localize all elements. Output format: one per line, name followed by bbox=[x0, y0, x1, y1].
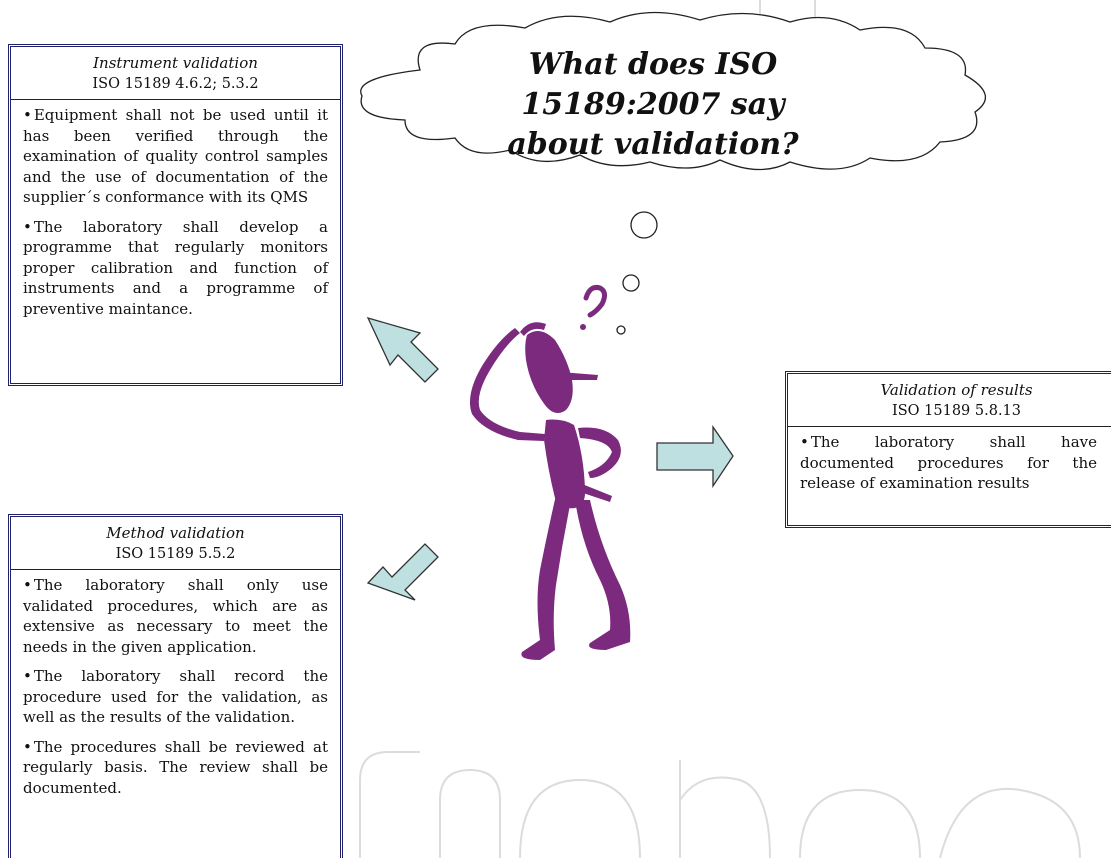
thinking-stick-figure-icon bbox=[469, 322, 631, 660]
box-title: Method validation bbox=[106, 524, 245, 542]
bullet-item: •The laboratory shall have documented pr… bbox=[800, 432, 1097, 494]
thought-bubble-cloud bbox=[360, 11, 986, 171]
question-mark-icon bbox=[580, 285, 608, 330]
bullet-item: •Equipment shall not be used until it ha… bbox=[23, 105, 328, 208]
box-header: Instrument validation ISO 15189 4.6.2; 5… bbox=[11, 47, 340, 100]
box-reference: ISO 15189 5.8.13 bbox=[891, 403, 1021, 419]
box-header: Method validation ISO 15189 5.5.2 bbox=[11, 517, 340, 570]
box-body: •The laboratory shall have documented pr… bbox=[788, 427, 1111, 500]
method-validation-box: Method validation ISO 15189 5.5.2 •The l… bbox=[8, 514, 343, 858]
bullet-icon: • bbox=[23, 737, 32, 756]
bullet-icon: • bbox=[23, 667, 32, 685]
bullet-item: •The procedures shall be reviewed at reg… bbox=[23, 737, 328, 799]
box-title: Validation of results bbox=[880, 381, 1033, 399]
thought-bubble-text: What does ISO 15189:2007 say about valid… bbox=[507, 47, 799, 162]
watermark bbox=[359, 0, 1081, 858]
box-reference: ISO 15189 5.5.2 bbox=[115, 546, 236, 562]
bullet-text: The laboratory shall develop a programme… bbox=[23, 217, 328, 318]
bullet-item: •The laboratory shall record the procedu… bbox=[23, 666, 328, 728]
instrument-validation-box: Instrument validation ISO 15189 4.6.2; 5… bbox=[8, 44, 343, 386]
box-header: Validation of results ISO 15189 5.8.13 bbox=[788, 374, 1111, 427]
box-body: •The laboratory shall only use validated… bbox=[11, 570, 340, 804]
bullet-text: The procedures shall be reviewed at regu… bbox=[23, 737, 328, 797]
bullet-icon: • bbox=[23, 217, 32, 236]
bullet-icon: • bbox=[23, 576, 32, 594]
arrow-right-icon bbox=[656, 424, 734, 489]
bullet-text: The laboratory shall only use validated … bbox=[23, 576, 328, 656]
box-reference: ISO 15189 4.6.2; 5.3.2 bbox=[92, 76, 259, 92]
bullet-icon: • bbox=[800, 433, 809, 451]
box-body: •Equipment shall not be used until it ha… bbox=[11, 100, 340, 325]
bullet-text: Equipment shall not be used until it has… bbox=[23, 106, 328, 206]
bullet-item: •The laboratory shall develop a programm… bbox=[23, 217, 328, 320]
bullet-item: •The laboratory shall only use validated… bbox=[23, 575, 328, 657]
bullet-icon: • bbox=[23, 106, 32, 124]
validation-of-results-box: Validation of results ISO 15189 5.8.13 •… bbox=[785, 371, 1111, 528]
arrow-down-left-icon bbox=[366, 543, 439, 601]
bullet-text: The laboratory shall have documented pro… bbox=[800, 433, 1097, 492]
box-title: Instrument validation bbox=[93, 54, 258, 72]
thought-bubble-circles bbox=[616, 211, 658, 335]
bullet-text: The laboratory shall record the procedur… bbox=[23, 667, 328, 726]
arrow-up-left-icon bbox=[366, 316, 439, 383]
